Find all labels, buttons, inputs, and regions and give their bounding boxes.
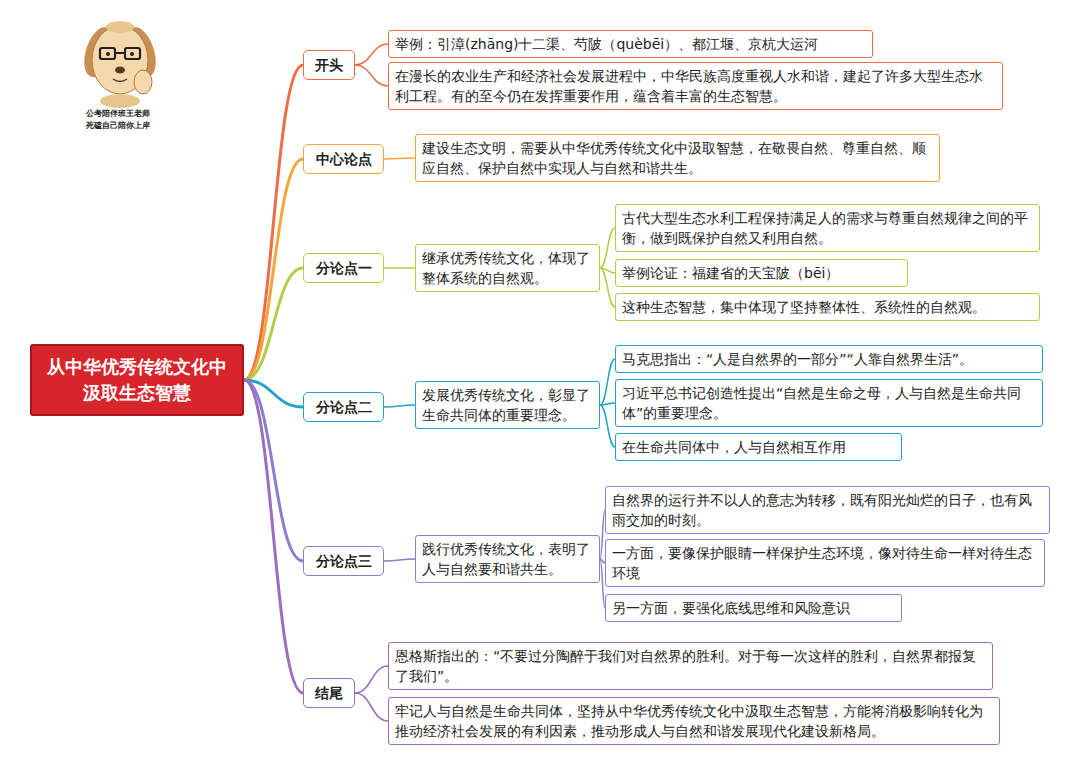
content-box: 恩格斯指出的：“不要过分陶醉于我们对自然界的胜利。对于每一次这样的胜利，自然界都… [388, 642, 993, 691]
node-text: 从中华优秀传统文化中汲取生态智慧 [42, 354, 232, 406]
content-box: 另一方面，要强化底线思维和风险意识 [605, 594, 902, 622]
root-topic: 从中华优秀传统文化中汲取生态智慧 [30, 344, 244, 416]
node-text: 践行优秀传统文化，表明了人与自然要和谐共生。 [422, 539, 593, 580]
node-text: 建设生态文明，需要从中华优秀传统文化中汲取智慧，在敬畏自然、尊重自然、顺应自然、… [422, 138, 933, 179]
node-text: 发展优秀传统文化，彰显了生命共同体的重要理念。 [422, 385, 593, 426]
branch-label: 开头 [303, 50, 355, 80]
branch-label: 中心论点 [303, 144, 384, 174]
content-box: 举例：引漳(zhāng)十二渠、芍陂（quèbēi）、都江堰、京杭大运河 [388, 30, 873, 58]
dog-mascot [79, 21, 162, 108]
branch-connector [600, 228, 615, 268]
content-box: 一方面，要像保护眼睛一样保护生态环境，像对待生命一样对待生态环境 [605, 539, 1045, 588]
branch-connector [384, 157, 415, 159]
branch-label: 分论点三 [303, 546, 384, 576]
node-text: 举例论证：福建省的天宝陂（bēi） [622, 263, 901, 283]
watermark-caption: 公考陪伴班王老师 [86, 109, 150, 119]
branch-connector [355, 65, 388, 86]
content-box: 建设生态文明，需要从中华优秀传统文化中汲取智慧，在敬畏自然、尊重自然、顺应自然、… [415, 134, 940, 183]
branch-connector [384, 559, 415, 561]
branch-connector [244, 65, 303, 380]
watermark-caption: 死磕自己陪你上岸 [86, 121, 150, 131]
branch-connector [600, 268, 615, 307]
branch-label: 分论点一 [303, 253, 384, 283]
content-box: 践行优秀传统文化，表明了人与自然要和谐共生。 [415, 535, 600, 584]
content-box: 自然界的运行并不以人的意志为转移，既有阳光灿烂的日子，也有风雨交加的时刻。 [605, 486, 1050, 535]
node-text: 开头 [310, 55, 348, 75]
node-text: 在漫长的农业生产和经济社会发展进程中，中华民族高度重视人水和谐，建起了许多大型生… [395, 66, 996, 107]
branch-connector [600, 359, 615, 405]
content-box: 马克思指出：“人是自然界的一部分”“人靠自然界生活”。 [615, 345, 1043, 373]
node-text: 自然界的运行并不以人的意志为转移，既有阳光灿烂的日子，也有风雨交加的时刻。 [612, 490, 1043, 531]
branch-label: 结尾 [303, 678, 355, 708]
node-text: 古代大型生态水利工程保持满足人的需求与尊重自然规律之间的平衡，做到既保护自然又利… [622, 208, 1033, 249]
branch-connector [384, 267, 415, 269]
node-text: 分论点三 [310, 551, 377, 571]
node-text: 结尾 [310, 683, 348, 703]
node-text: 习近平总书记创造性提出“自然是生命之母，人与自然是生命共同体”的重要理念。 [622, 383, 1036, 424]
branch-connector [244, 268, 303, 380]
branch-connector [600, 403, 615, 405]
node-text: 分论点二 [310, 397, 377, 417]
node-text: 分论点一 [310, 258, 377, 278]
node-text: 继承优秀传统文化，体现了整体系统的自然观。 [422, 248, 593, 289]
branch-connector [244, 159, 303, 380]
node-text: 中心论点 [310, 149, 377, 169]
content-box: 古代大型生态水利工程保持满足人的需求与尊重自然规律之间的平衡，做到既保护自然又利… [615, 204, 1040, 253]
branch-connector [355, 693, 388, 721]
branch-connector [600, 405, 615, 447]
node-text: 牢记人与自然是生命共同体，坚持从中华优秀传统文化中汲取生态智慧，方能将消极影响转… [395, 701, 993, 742]
content-box: 牢记人与自然是生命共同体，坚持从中华优秀传统文化中汲取生态智慧，方能将消极影响转… [388, 697, 1000, 746]
node-text: 举例：引漳(zhāng)十二渠、芍陂（quèbēi）、都江堰、京杭大运河 [395, 34, 866, 54]
branch-connector [355, 44, 388, 65]
content-box: 在生命共同体中，人与自然相互作用 [615, 433, 902, 461]
node-text: 马克思指出：“人是自然界的一部分”“人靠自然界生活”。 [622, 349, 1036, 369]
content-box: 习近平总书记创造性提出“自然是生命之母，人与自然是生命共同体”的重要理念。 [615, 379, 1043, 428]
node-text: 另一方面，要强化底线思维和风险意识 [612, 598, 895, 618]
content-box: 举例论证：福建省的天宝陂（bēi） [615, 259, 908, 287]
branch-connector [355, 666, 388, 693]
branch-connector [244, 380, 303, 693]
node-text: 这种生态智慧，集中体现了坚持整体性、系统性的自然观。 [622, 297, 1033, 317]
content-box: 发展优秀传统文化，彰显了生命共同体的重要理念。 [415, 381, 600, 430]
content-box: 这种生态智慧，集中体现了坚持整体性、系统性的自然观。 [615, 293, 1040, 321]
content-box: 继承优秀传统文化，体现了整体系统的自然观。 [415, 244, 600, 293]
node-text: 在生命共同体中，人与自然相互作用 [622, 437, 895, 457]
branch-connector [384, 405, 415, 407]
node-text: 恩格斯指出的：“不要过分陶醉于我们对自然界的胜利。对于每一次这样的胜利，自然界都… [395, 646, 986, 687]
node-text: 一方面，要像保护眼睛一样保护生态环境，像对待生命一样对待生态环境 [612, 543, 1038, 584]
branch-label: 分论点二 [303, 392, 384, 422]
content-box: 在漫长的农业生产和经济社会发展进程中，中华民族高度重视人水和谐，建起了许多大型生… [388, 62, 1003, 111]
